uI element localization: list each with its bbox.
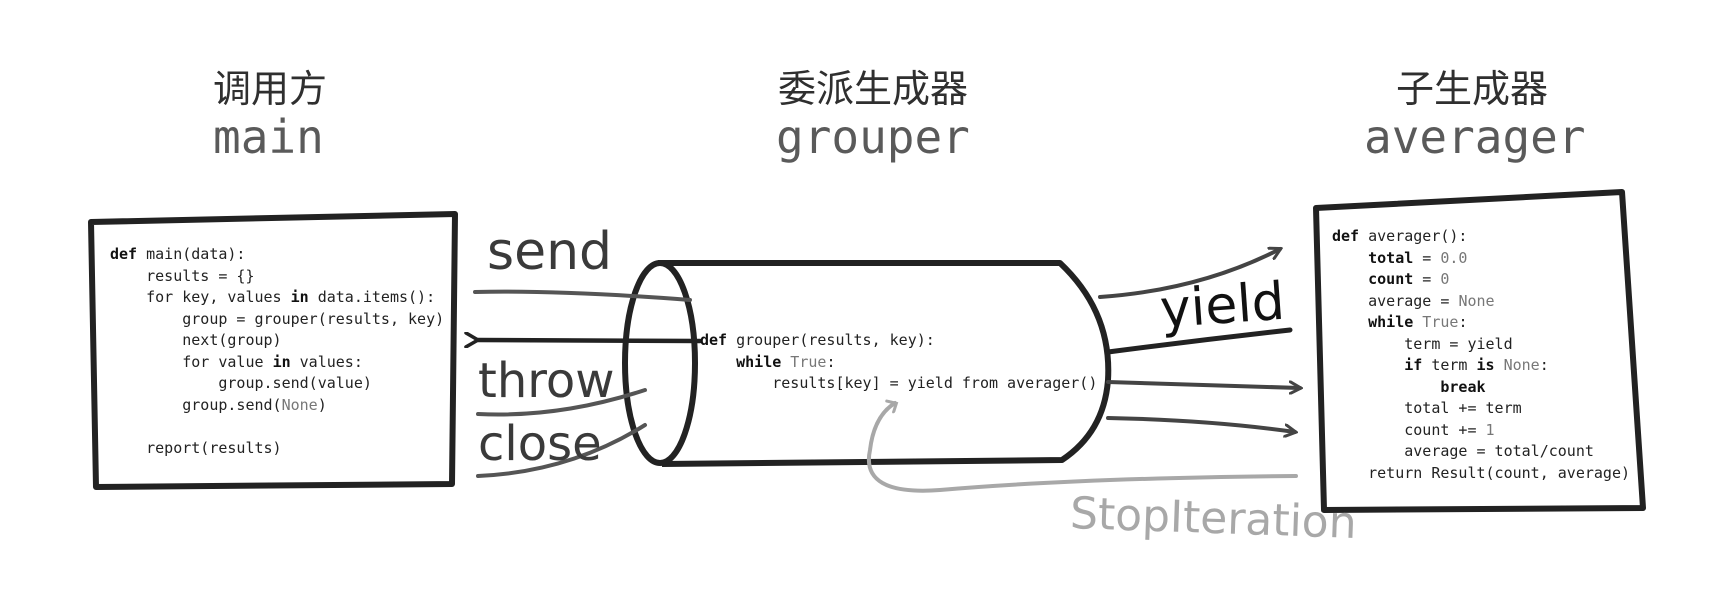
stop-iteration-arrow [866,403,1298,493]
main-code-line: for value in values: [110,352,363,371]
yield-back-arrow [1105,327,1293,355]
subgen-title-code: averager [1364,110,1586,164]
send-forward-arrow [1098,249,1280,299]
main-code-line: def main(data): [110,245,246,263]
yield-label: yield [1158,271,1287,341]
main-code-line: report(results) [110,438,282,457]
averager-code: def averager(): total = 0.0 count = 0 av… [1332,226,1630,484]
main-code-line: for key, values in data.items(): [110,288,436,306]
averager-code-line: return Result(count, average) [1332,463,1631,482]
close-arrow-line [476,423,647,478]
averager-code-line: count = 0 [1332,270,1450,288]
main-code: def main(data): results = {} for key, va… [110,244,444,459]
grouper-code-line: while True: [700,352,836,371]
stop-iteration-label: StopIteration [1069,488,1358,549]
grouper-code-line: results[key] = yield from averager() [700,374,1098,392]
averager-code-line: while True: [1332,313,1468,331]
grouper-code: def grouper(results, key): while True: r… [700,330,1097,395]
averager-code-line: break [1332,377,1486,396]
send-label: send [487,222,613,282]
averager-code-line: term = yield [1332,334,1513,353]
main-code-line: results = {} [110,266,255,285]
throw-arrow-line [476,388,647,417]
main-code-line: group.send(None) [110,395,327,414]
result-arrow-line [478,340,703,341]
cylinder-opening [622,260,698,466]
main-code-line: next(group) [110,331,282,349]
averager-code-line: def averager(): [1332,227,1468,245]
averager-code-line: average = None [1332,291,1495,310]
delegator-title-code: grouper [776,110,970,164]
grouper-code-line: def grouper(results, key): [700,331,935,349]
throw-forward-arrow [1106,380,1300,388]
averager-code-box [1313,189,1646,513]
subgen-title-cn: 子生成器 [1396,67,1549,111]
averager-code-line: if term is None: [1332,356,1549,374]
delegator-title-cn: 委派生成器 [778,67,969,111]
caller-title-cn: 调用方 [213,67,328,111]
main-code-box [88,211,458,490]
averager-code-line: count += 1 [1332,420,1495,439]
main-code-line: group.send(value) [110,374,372,392]
close-label: close [478,416,602,472]
averager-code-line: total = 0.0 [1332,248,1468,267]
averager-code-line: average = total/count [1332,442,1594,460]
main-code-line: group = grouper(results, key) [110,309,445,328]
throw-label: throw [478,353,615,409]
cylinder-pipe [658,260,1112,467]
averager-code-line: total += term [1332,399,1522,417]
main-code-line: ​ [110,416,444,438]
caller-title-code: main [213,110,324,164]
send-arrow-line [473,289,692,302]
close-forward-arrow [1106,416,1295,432]
